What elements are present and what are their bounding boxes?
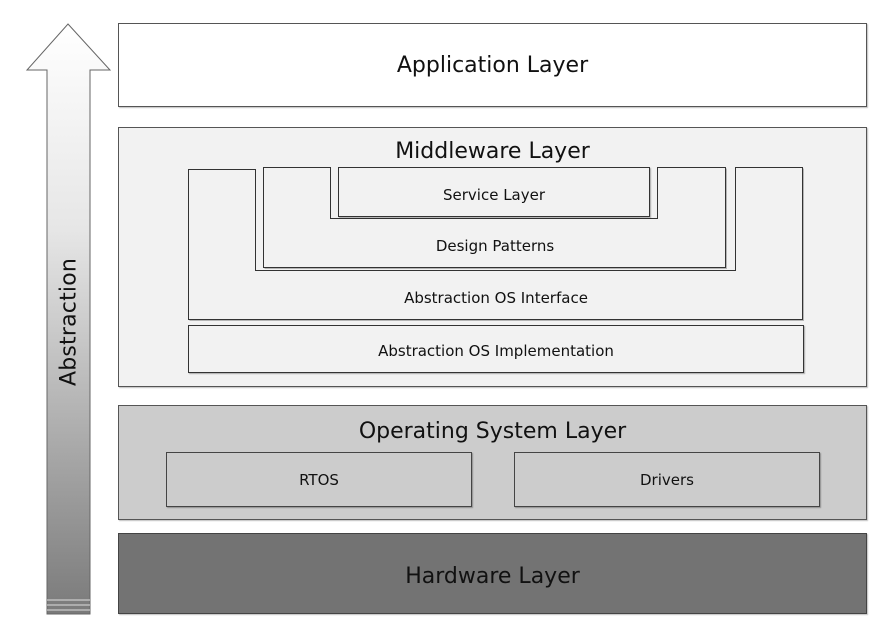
middleware-layer-label: Middleware Layer bbox=[395, 139, 590, 164]
design-patterns-shape bbox=[263, 167, 727, 269]
abstraction-arrow bbox=[25, 23, 112, 615]
service-layer-label: Service Layer bbox=[442, 186, 546, 204]
abstraction-os-implementation-box: Abstraction OS Implementation bbox=[188, 325, 804, 373]
rtos-label: RTOS bbox=[299, 471, 339, 489]
drivers-box: Drivers bbox=[514, 452, 820, 507]
application-layer-label: Application Layer bbox=[396, 53, 589, 78]
hardware-layer: Hardware Layer bbox=[118, 533, 867, 614]
hardware-layer-label: Hardware Layer bbox=[405, 564, 580, 589]
abstraction-os-implementation-label: Abstraction OS Implementation bbox=[378, 342, 614, 360]
operating-system-layer-label: Operating System Layer bbox=[358, 419, 627, 444]
rtos-box: RTOS bbox=[166, 452, 472, 507]
application-layer: Application Layer bbox=[118, 23, 867, 107]
service-layer-box: Service Layer bbox=[338, 167, 650, 217]
abstraction-arrow-shape bbox=[25, 23, 112, 615]
drivers-label: Drivers bbox=[640, 471, 694, 489]
abstraction-os-interface-shape bbox=[188, 167, 804, 321]
design-patterns-label: Design Patterns bbox=[435, 237, 555, 255]
abstraction-label: Abstraction bbox=[56, 257, 82, 387]
abstraction-os-interface-label: Abstraction OS Interface bbox=[404, 289, 588, 307]
